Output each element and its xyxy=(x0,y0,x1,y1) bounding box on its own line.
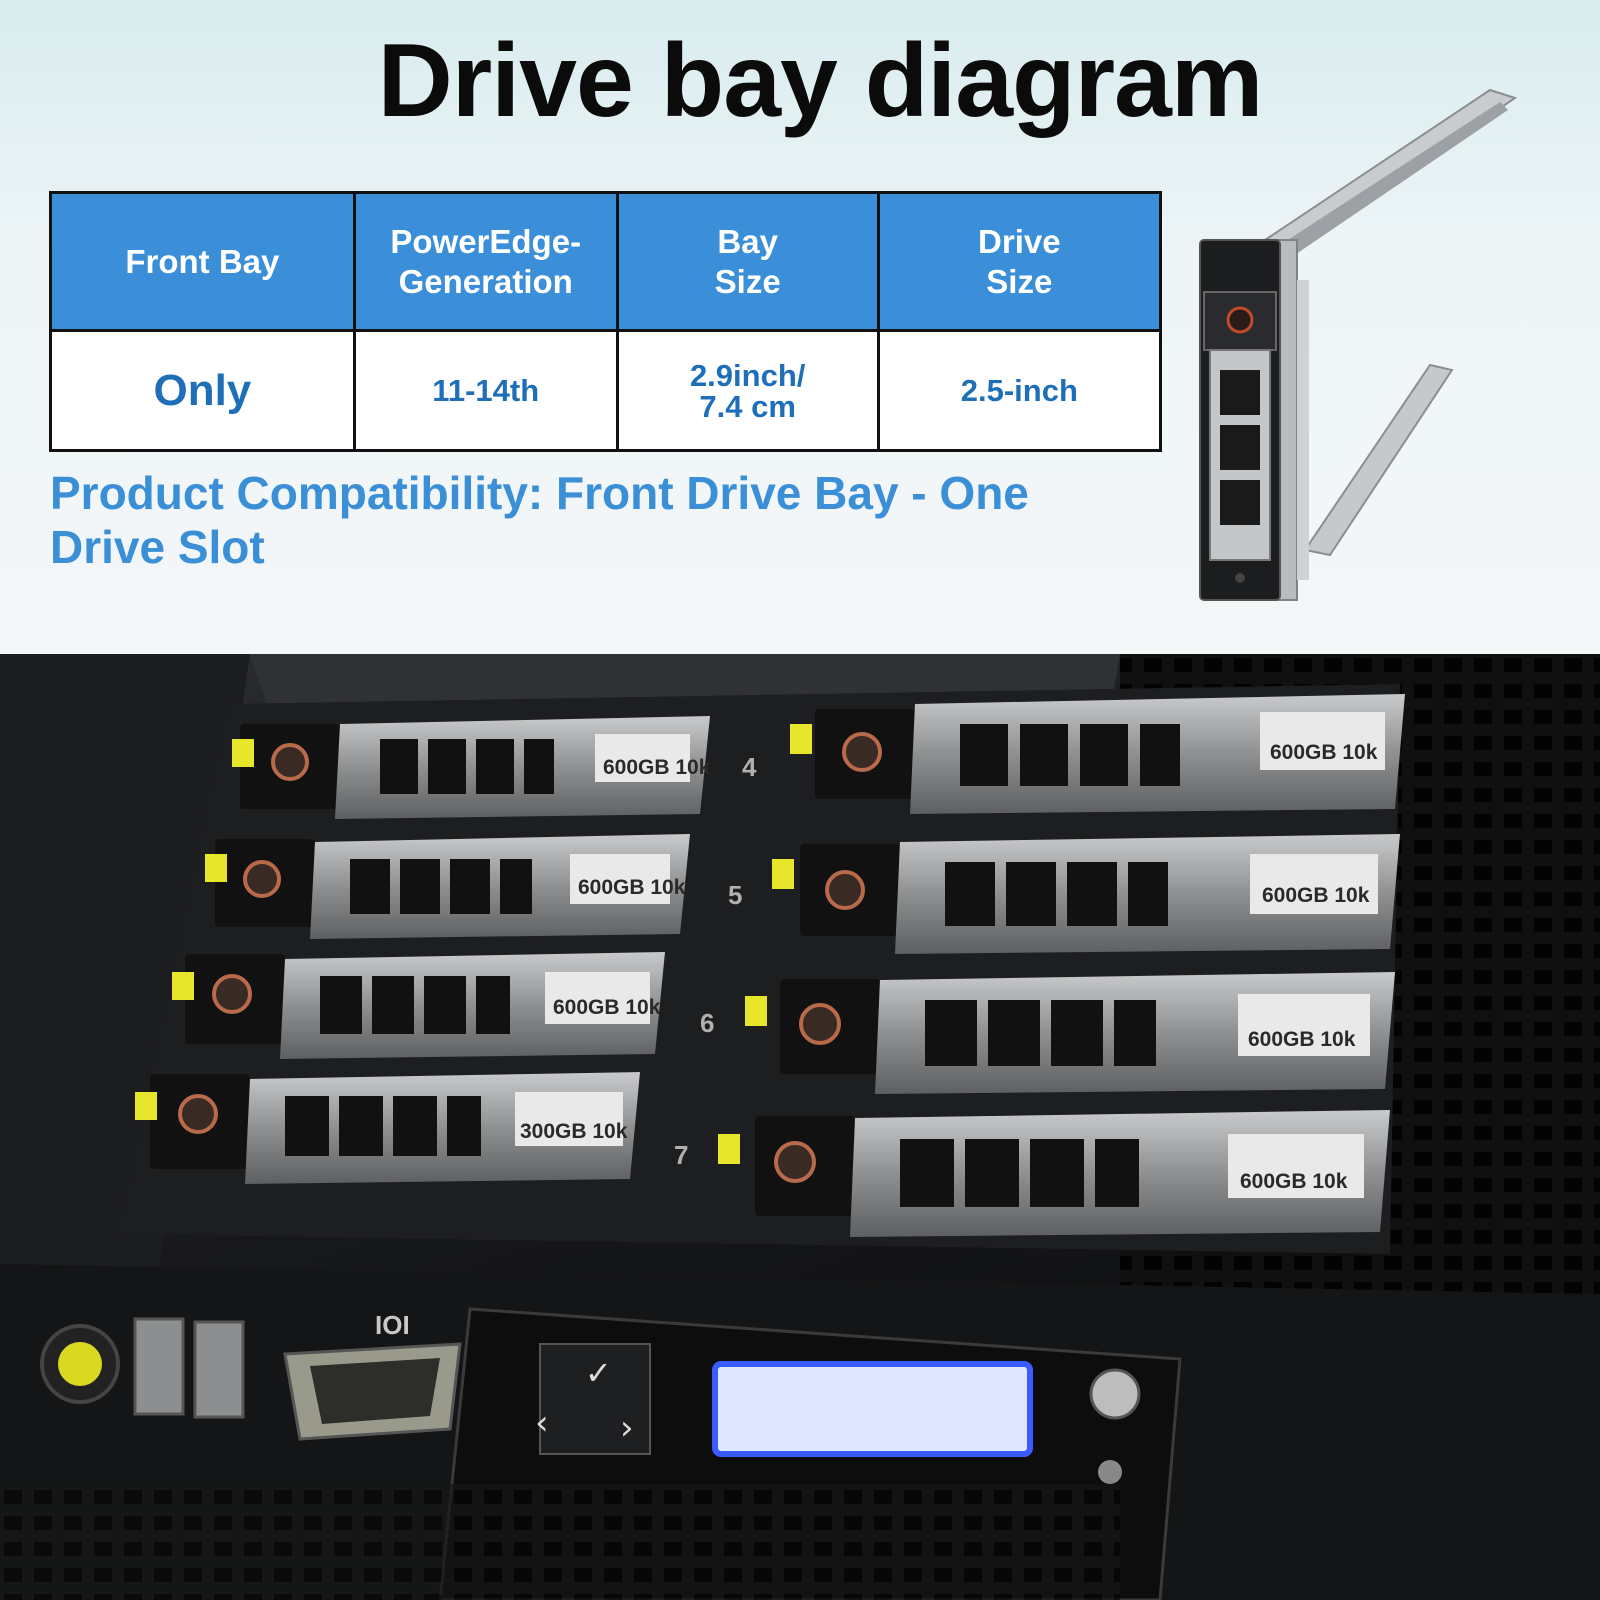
cell-generation: 11-14th xyxy=(352,329,619,452)
header-front-bay: Front Bay xyxy=(49,191,356,332)
drive-left-3: 600GB 10k xyxy=(172,952,665,1059)
vga-label: IOI xyxy=(375,1310,410,1340)
drive-left-1: 600GB 10k xyxy=(232,716,711,819)
drive-left-4: 300GB 10k xyxy=(135,1072,640,1184)
bay-number-6: 6 xyxy=(700,1008,714,1038)
release-button-icon xyxy=(1226,306,1254,334)
chevron-right-icon: › xyxy=(620,1408,634,1448)
drive-label: 300GB 10k xyxy=(520,1120,628,1143)
drive-label: 600GB 10k xyxy=(578,876,686,899)
top-panel: Drive bay diagram Front Bay PowerEdge-Ge… xyxy=(0,0,1600,654)
usb-port-icon xyxy=(133,1317,185,1416)
drive-left-2: 600GB 10k xyxy=(205,834,690,939)
drive-label: 600GB 10k xyxy=(1248,1028,1356,1051)
vga-port-icon xyxy=(283,1342,462,1441)
cell-bay-size: 2.9inch/7.4 cm xyxy=(615,329,880,452)
compatibility-text: Product Compatibility: Front Drive Bay -… xyxy=(50,467,1029,573)
status-led-icon xyxy=(1098,1460,1122,1484)
server-photo: 4 5 6 7 600GB 10k 600GB 10k 600GB xyxy=(0,654,1600,1600)
spec-value-row: Only 11-14th 2.9inch/7.4 cm 2.5-inch xyxy=(49,329,1163,452)
usb-port-icon xyxy=(193,1320,245,1419)
drive-label: 600GB 10k xyxy=(1270,741,1378,764)
bay-number-4: 4 xyxy=(742,752,757,782)
id-button-icon xyxy=(1089,1368,1141,1420)
drive-label: 600GB 10k xyxy=(553,996,661,1019)
drive-label: 600GB 10k xyxy=(1262,884,1370,907)
drive-label: 600GB 10k xyxy=(1240,1170,1348,1193)
power-button-icon xyxy=(40,1324,120,1404)
drive-tray-image xyxy=(1199,88,1518,601)
bay-number-7: 7 xyxy=(674,1140,688,1170)
drive-label: 600GB 10k xyxy=(603,756,711,779)
header-poweredge-generation: PowerEdge-Generation xyxy=(352,191,619,332)
drive-right-1: 600GB 10k xyxy=(790,694,1405,814)
check-icon: ✓ xyxy=(585,1354,612,1392)
page-title: Drive bay diagram xyxy=(377,23,1264,139)
cell-front-bay: Only xyxy=(49,329,356,452)
drive-right-4: 600GB 10k xyxy=(718,1110,1390,1237)
drive-right-2: 600GB 10k xyxy=(772,834,1400,954)
lcd-display xyxy=(712,1361,1033,1457)
navigation-pad: ✓ ‹ › xyxy=(535,1343,651,1455)
cell-drive-size: 2.5-inch xyxy=(876,329,1163,452)
drive-right-3: 600GB 10k xyxy=(745,972,1395,1094)
bay-number-5: 5 xyxy=(728,880,742,910)
server-front-illustration: 4 5 6 7 600GB 10k 600GB 10k 600GB xyxy=(0,654,1600,1600)
chevron-left-icon: ‹ xyxy=(535,1403,549,1443)
